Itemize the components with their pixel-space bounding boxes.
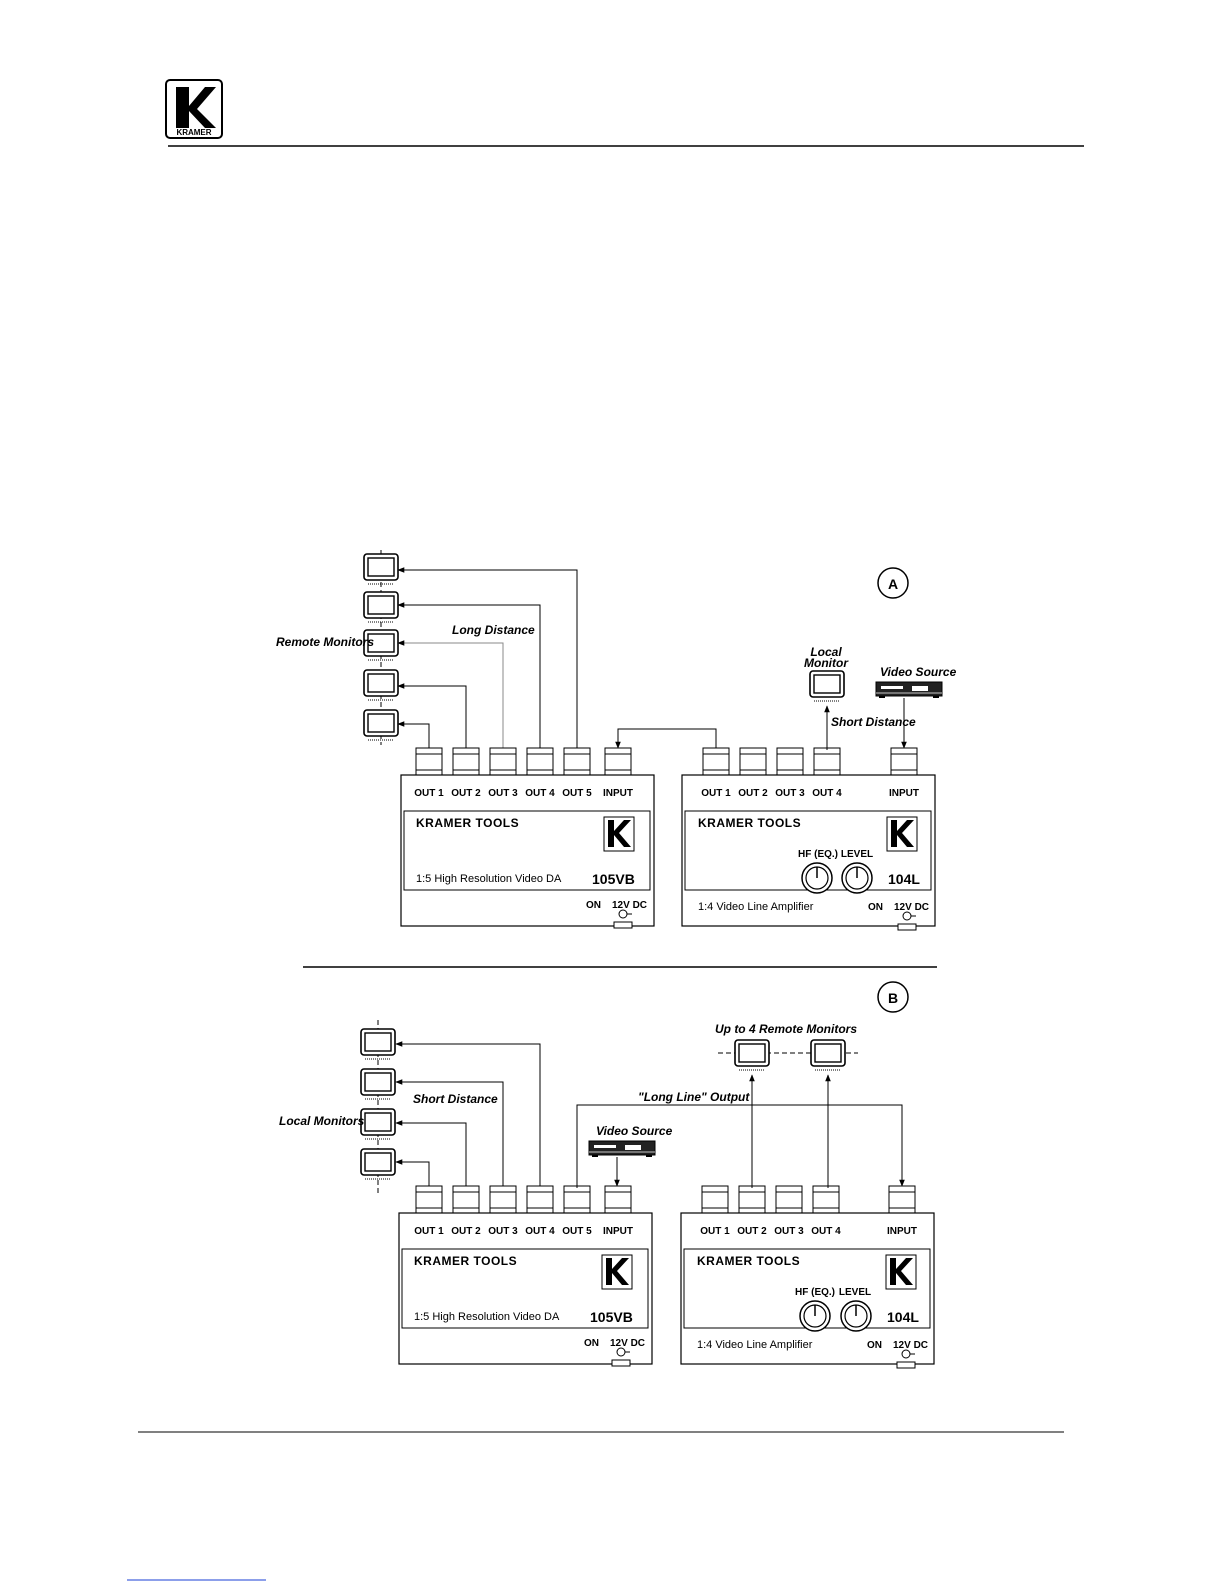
device-105vb-b: OUT 1 OUT 2 OUT 3 OUT 4 OUT 5 INPUT KRAM… bbox=[398, 1185, 653, 1367]
device-model: 104L bbox=[887, 1309, 919, 1325]
knob-level-label: LEVEL bbox=[839, 1287, 871, 1298]
knob-hf-label: HF (EQ.) bbox=[795, 1287, 835, 1298]
local-monitors-label: Local Monitors bbox=[279, 1114, 365, 1128]
device-brand: KRAMER TOOLS bbox=[416, 816, 519, 830]
port-label: OUT 5 bbox=[562, 1226, 592, 1237]
kramer-logo-icon: KRAMER bbox=[165, 79, 223, 139]
port-label: INPUT bbox=[887, 1226, 917, 1237]
port-label: OUT 1 bbox=[701, 788, 731, 799]
long-distance-label: Long Distance bbox=[452, 623, 535, 637]
power-label: 12V DC bbox=[612, 900, 647, 911]
remote-monitors-label: Remote Monitors bbox=[276, 635, 374, 649]
remote-monitor-icon bbox=[734, 1039, 770, 1071]
port-label: OUT 4 bbox=[811, 1226, 841, 1237]
device-brand: KRAMER TOOLS bbox=[698, 816, 801, 830]
video-source-label: Video Source bbox=[880, 665, 957, 679]
port-label: OUT 1 bbox=[414, 788, 444, 799]
device-brand: KRAMER TOOLS bbox=[414, 1254, 517, 1268]
long-line-output-label: "Long Line" Output bbox=[638, 1090, 750, 1104]
port-label: OUT 2 bbox=[737, 1226, 767, 1237]
port-label: OUT 3 bbox=[774, 1226, 804, 1237]
power-label: 12V DC bbox=[894, 902, 929, 913]
remote-monitor-icon bbox=[363, 669, 399, 701]
hf-eq-knob-icon bbox=[801, 862, 833, 894]
port-label: OUT 3 bbox=[488, 788, 518, 799]
power-label: 12V DC bbox=[610, 1338, 645, 1349]
hf-eq-knob-icon bbox=[799, 1300, 831, 1332]
diagram-b: B Local Monitors Short Distance OUT 1 OU… bbox=[279, 981, 935, 1369]
device-model: 104L bbox=[888, 871, 920, 887]
port-label: OUT 4 bbox=[525, 1226, 555, 1237]
device-104l-a: OUT 1 OUT 2 OUT 3 OUT 4 INPUT KRAMER TOO… bbox=[681, 747, 936, 931]
local-monitor-icon bbox=[360, 1068, 396, 1100]
device-description: 1:4 Video Line Amplifier bbox=[697, 1339, 813, 1351]
port-label: OUT 1 bbox=[414, 1226, 444, 1237]
diagram-a-marker: A bbox=[888, 576, 898, 592]
port-label: OUT 2 bbox=[451, 1226, 481, 1237]
knob-level-label: LEVEL bbox=[841, 849, 873, 860]
port-label: INPUT bbox=[603, 1226, 633, 1237]
level-knob-icon bbox=[840, 1300, 872, 1332]
power-label: 12V DC bbox=[893, 1340, 928, 1351]
device-model: 105VB bbox=[590, 1309, 633, 1325]
header-logo-text: KRAMER bbox=[176, 128, 211, 137]
port-label: OUT 4 bbox=[812, 788, 842, 799]
remote-monitor-icon bbox=[363, 591, 399, 623]
power-on-label: ON bbox=[584, 1338, 599, 1349]
power-on-label: ON bbox=[586, 900, 601, 911]
diagram-b-marker-icon bbox=[877, 981, 909, 1013]
diagram-b-marker: B bbox=[888, 990, 898, 1006]
device-model: 105VB bbox=[592, 871, 635, 887]
device-104l-b: OUT 1 OUT 2 OUT 3 OUT 4 INPUT KRAMER TOO… bbox=[680, 1185, 935, 1369]
port-label: OUT 3 bbox=[775, 788, 805, 799]
video-source-vcr-icon bbox=[588, 1140, 656, 1158]
port-label: OUT 1 bbox=[700, 1226, 730, 1237]
port-label: OUT 3 bbox=[488, 1226, 518, 1237]
local-monitor-label-2: Monitor bbox=[804, 656, 849, 670]
power-on-label: ON bbox=[867, 1340, 882, 1351]
diagram-a: A Remote Monitors Long Distance OUT 1 OU… bbox=[276, 550, 957, 931]
video-source-label: Video Source bbox=[596, 1124, 673, 1138]
device-description: 1:5 High Resolution Video DA bbox=[416, 873, 562, 885]
device-description: 1:5 High Resolution Video DA bbox=[414, 1311, 560, 1323]
local-monitor-label: Local bbox=[810, 645, 842, 659]
device-brand: KRAMER TOOLS bbox=[697, 1254, 800, 1268]
remote-monitors-label: Up to 4 Remote Monitors bbox=[715, 1022, 857, 1036]
port-label: INPUT bbox=[603, 788, 633, 799]
port-label: OUT 5 bbox=[562, 788, 592, 799]
remote-monitor-icon bbox=[810, 1039, 846, 1071]
remote-monitor-icon bbox=[363, 553, 399, 585]
level-knob-icon bbox=[841, 862, 873, 894]
kramer-logo-icon bbox=[886, 816, 918, 852]
kramer-logo-icon bbox=[601, 1254, 633, 1290]
local-monitor-icon bbox=[360, 1028, 396, 1060]
remote-monitor-icon bbox=[363, 709, 399, 741]
kramer-logo-icon bbox=[603, 816, 635, 852]
port-label: OUT 2 bbox=[738, 788, 768, 799]
port-label: OUT 4 bbox=[525, 788, 555, 799]
power-on-label: ON bbox=[868, 902, 883, 913]
device-105vb-a: OUT 1 OUT 2 OUT 3 OUT 4 OUT 5 INPUT KRAM… bbox=[400, 747, 655, 929]
video-source-vcr-icon bbox=[875, 681, 943, 699]
knob-hf-label: HF (EQ.) bbox=[798, 849, 838, 860]
header: KRAMER bbox=[165, 79, 1084, 147]
short-distance-label: Short Distance bbox=[413, 1092, 498, 1106]
diagram-a-marker-icon bbox=[877, 567, 909, 599]
port-label: INPUT bbox=[889, 788, 919, 799]
local-monitor-icon bbox=[360, 1108, 396, 1140]
local-monitor-icon bbox=[360, 1148, 396, 1180]
short-distance-label: Short Distance bbox=[831, 715, 916, 729]
local-monitor-icon bbox=[809, 670, 845, 702]
port-label: OUT 2 bbox=[451, 788, 481, 799]
device-description: 1:4 Video Line Amplifier bbox=[698, 901, 814, 913]
kramer-logo-icon bbox=[885, 1254, 917, 1290]
